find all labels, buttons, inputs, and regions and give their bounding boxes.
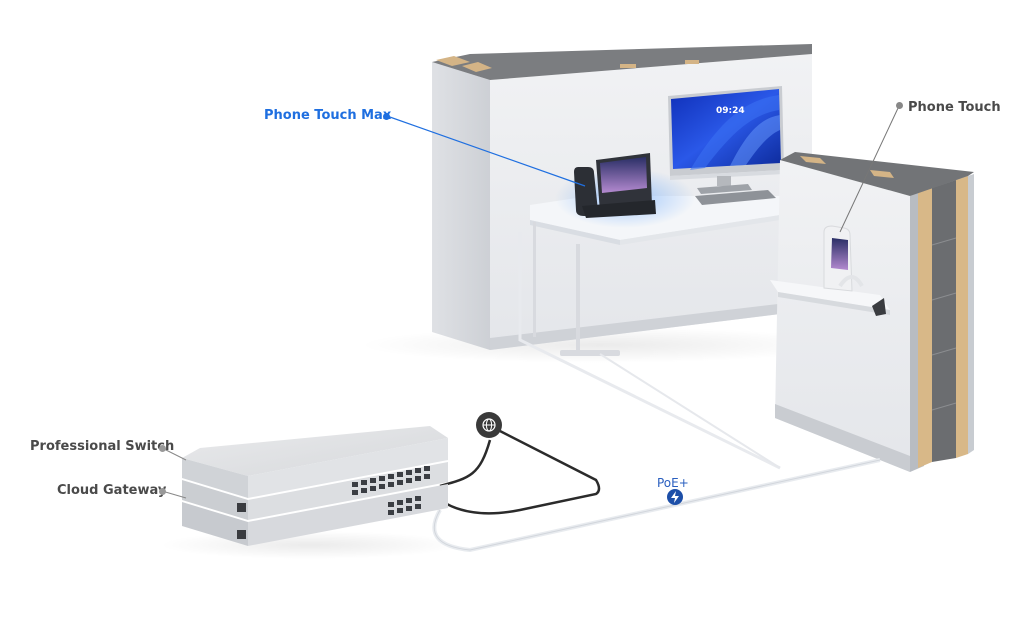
exterior-wall	[775, 152, 974, 472]
phone-touch-max-device	[574, 153, 656, 218]
label-cloud-gateway: Cloud Gateway	[57, 483, 167, 498]
phone-touch-device	[770, 225, 890, 316]
professional-switch-marker	[159, 445, 166, 452]
network-stack	[182, 426, 448, 546]
cloud-gateway-marker	[159, 488, 166, 495]
globe-icon	[476, 412, 502, 438]
monitor-device: 09:24	[668, 86, 784, 205]
svg-text:09:24: 09:24	[716, 106, 745, 116]
label-poe: PoE+	[657, 476, 689, 490]
phone-touch-marker	[896, 102, 903, 109]
lightning-bolt-icon	[667, 489, 683, 505]
phone-touch-max-marker	[383, 113, 390, 120]
label-phone-touch: Phone Touch	[908, 100, 1001, 115]
label-phone-touch-max: Phone Touch Max	[264, 108, 392, 123]
label-professional-switch: Professional Switch	[30, 439, 175, 454]
